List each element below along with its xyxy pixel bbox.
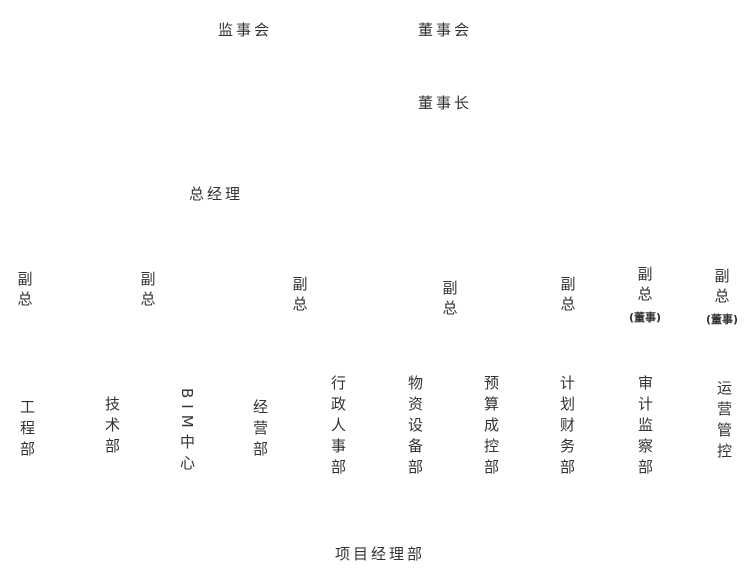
vice-general-label: 副总 xyxy=(138,271,157,311)
department-label: 计划财务部 xyxy=(558,375,576,480)
vice-general-node: 副总 (董事) xyxy=(697,268,747,327)
department-label: BIM中心 xyxy=(178,388,196,476)
department-label: 运营管控 xyxy=(715,380,733,464)
vice-general-suffix: (董事) xyxy=(705,313,739,326)
department-label: 技术部 xyxy=(103,396,121,459)
department-label: 经营部 xyxy=(251,399,269,462)
vice-general-label: 副总 xyxy=(440,280,459,320)
vice-general-suffix: (董事) xyxy=(628,311,662,324)
vice-general-label: 副总 xyxy=(635,266,654,306)
vice-general-label: 副总 xyxy=(290,276,309,316)
department-label: 预算成控部 xyxy=(482,375,500,480)
vice-general-node: 副总 xyxy=(543,276,593,319)
board-of-directors-label: 董事会 xyxy=(418,21,473,39)
vice-general-node: 副总 (董事) xyxy=(620,266,670,325)
vice-general-label: 副总 xyxy=(15,271,34,311)
vice-general-label: 副总 xyxy=(558,276,577,316)
department-label: 行政人事部 xyxy=(329,375,347,480)
supervisory-board-label: 监事会 xyxy=(218,21,273,39)
project-manager-dept-label: 项目经理部 xyxy=(335,545,426,563)
general-manager-label: 总经理 xyxy=(189,185,244,203)
vice-general-node: 副总 xyxy=(275,276,325,319)
department-label: 审计监察部 xyxy=(636,375,654,480)
vice-general-node: 副总 xyxy=(425,280,475,323)
department-label: 物资设备部 xyxy=(406,375,424,480)
vice-general-label: 副总 xyxy=(712,268,731,308)
chairman-label: 董事长 xyxy=(418,94,473,112)
vice-general-node: 副总 xyxy=(0,271,50,314)
department-label: 工程部 xyxy=(18,399,36,462)
vice-general-node: 副总 xyxy=(123,271,173,314)
